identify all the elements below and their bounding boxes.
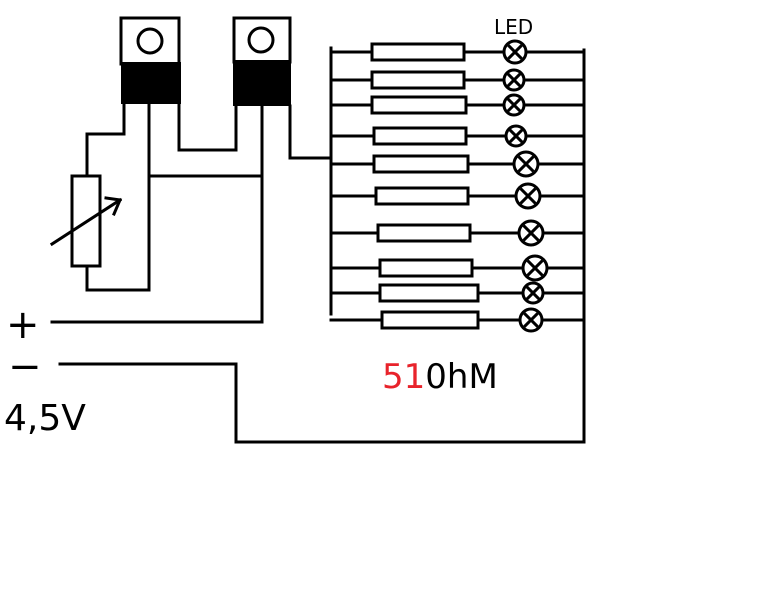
resistor-icon	[380, 310, 480, 330]
voltage-regulator-1-icon	[119, 16, 181, 104]
row-6	[329, 182, 586, 210]
row-4	[329, 124, 586, 148]
led-icon	[502, 39, 528, 65]
row-9	[329, 281, 586, 305]
plus-label: +	[6, 302, 40, 348]
led-icon	[517, 219, 545, 247]
regulator-wiring	[85, 102, 333, 324]
led-icon	[514, 182, 542, 210]
led-icon	[504, 124, 528, 148]
led-icon	[518, 307, 544, 333]
voltage-regulator-2-icon	[232, 16, 292, 106]
resistor-icon	[376, 223, 472, 243]
row-7	[329, 219, 586, 247]
resistor-icon	[372, 154, 470, 174]
resistor-icon	[370, 95, 468, 115]
row-5	[329, 150, 586, 178]
row-10	[329, 307, 586, 333]
resistance-label-red: 51	[382, 357, 425, 397]
resistor-led-rows	[329, 39, 586, 333]
supply-wiring	[50, 48, 586, 444]
row-1	[329, 39, 586, 65]
resistance-label: 510hM	[382, 357, 498, 397]
led-icon	[502, 93, 526, 117]
minus-label: −	[8, 344, 42, 390]
resistor-icon	[370, 42, 466, 62]
row-3	[329, 93, 586, 117]
resistor-icon	[372, 126, 468, 146]
led-icon	[521, 254, 549, 282]
led-icon	[512, 150, 540, 178]
resistor-icon	[370, 70, 466, 90]
led-label: LED	[494, 15, 533, 39]
led-icon	[502, 68, 526, 92]
voltage-label: 4,5V	[4, 398, 86, 439]
led-icon	[521, 281, 545, 305]
resistor-icon	[374, 186, 470, 206]
row-8	[329, 254, 586, 282]
row-2	[329, 68, 586, 92]
resistor-icon	[378, 258, 474, 278]
battery-terminals: + − 4,5V	[4, 302, 86, 439]
resistance-label-black: 0hM	[425, 357, 498, 397]
resistor-icon	[378, 283, 480, 303]
potentiometer-icon	[49, 174, 123, 268]
